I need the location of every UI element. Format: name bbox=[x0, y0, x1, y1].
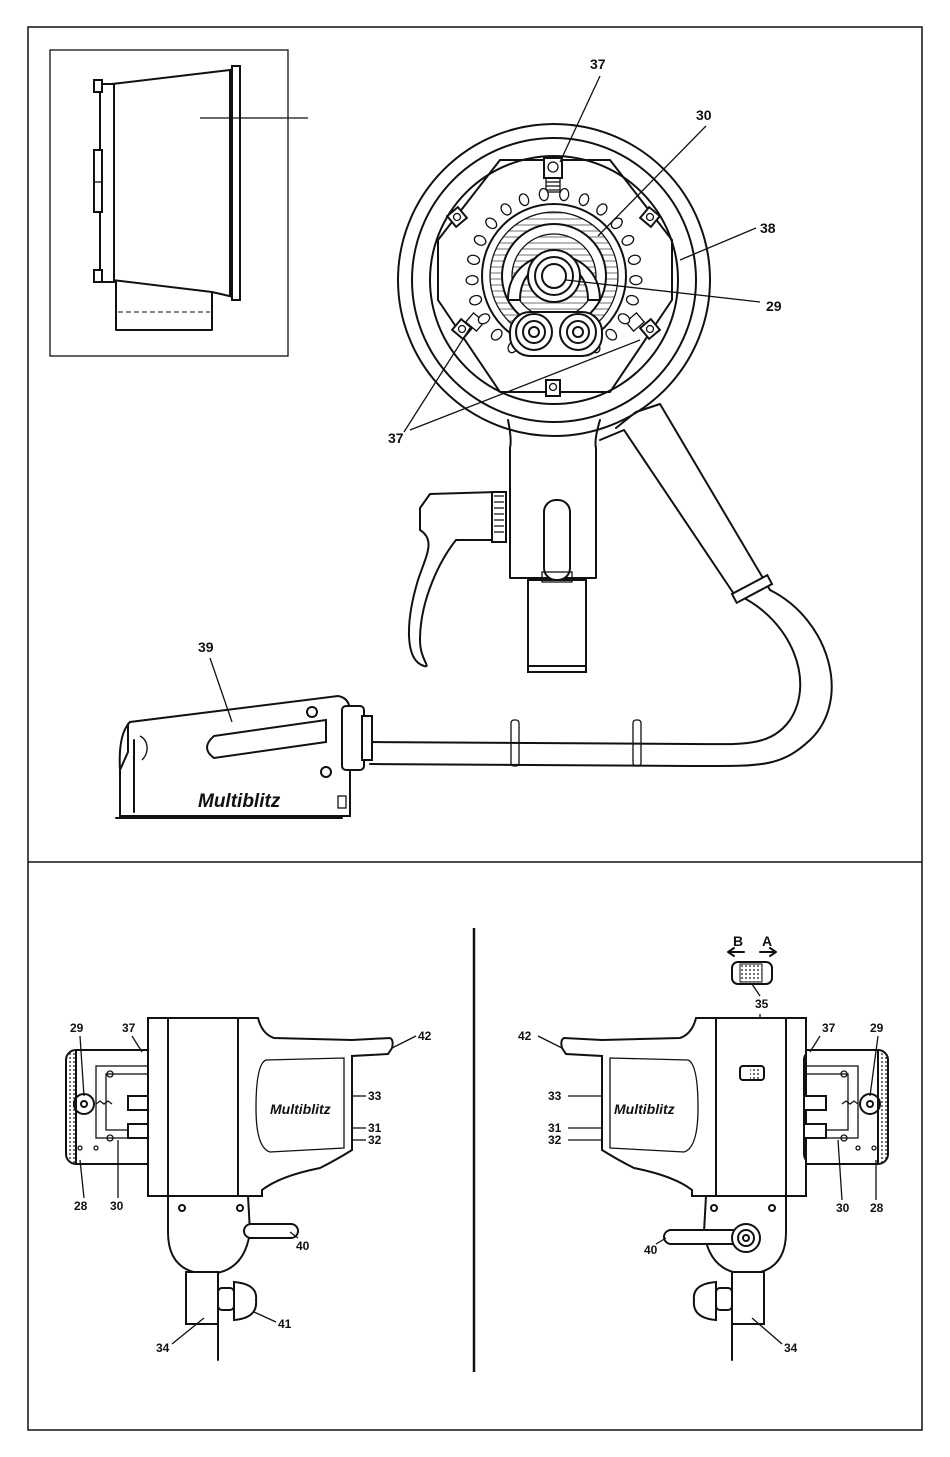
right-label-32: 32 bbox=[548, 1133, 562, 1147]
right-label-33: 33 bbox=[548, 1089, 562, 1103]
label-29: 29 bbox=[766, 298, 782, 314]
flash-tube-bead bbox=[466, 275, 478, 285]
brand-label-left: Multiblitz bbox=[270, 1101, 331, 1117]
left-label-32: 32 bbox=[368, 1133, 382, 1147]
left-label-28: 28 bbox=[74, 1199, 88, 1213]
label-30: 30 bbox=[696, 107, 712, 123]
label-38: 38 bbox=[760, 220, 776, 236]
brand-label-top: Multiblitz bbox=[198, 791, 281, 812]
brand-label-right: Multiblitz bbox=[614, 1101, 675, 1117]
left-label-29: 29 bbox=[70, 1021, 84, 1035]
left-label-41: 41 bbox=[278, 1317, 292, 1331]
left-label-42: 42 bbox=[418, 1029, 432, 1043]
right-label-37: 37 bbox=[822, 1021, 836, 1035]
left-label-34: 34 bbox=[156, 1341, 170, 1355]
label-39: 39 bbox=[198, 639, 214, 655]
label-37-bottom: 37 bbox=[388, 430, 404, 446]
right-label-30: 30 bbox=[836, 1201, 850, 1215]
left-label-30: 30 bbox=[110, 1199, 124, 1213]
right-label-40: 40 bbox=[644, 1243, 658, 1257]
hand-control: Multiblitz bbox=[116, 696, 372, 818]
left-label-37: 37 bbox=[122, 1021, 136, 1035]
side-view-right: B A 35 Multiblitz bbox=[518, 933, 888, 1360]
left-label-40: 40 bbox=[296, 1239, 310, 1253]
right-label-42: 42 bbox=[518, 1029, 532, 1043]
side-view-left: Multiblitz 29 37 42 33 31 32 28 30 40 41… bbox=[66, 1018, 432, 1360]
right-label-28: 28 bbox=[870, 1201, 884, 1215]
label-37-top: 37 bbox=[590, 56, 606, 72]
reflector-inset bbox=[50, 50, 308, 356]
flash-tube-bead bbox=[630, 275, 642, 285]
right-label-29: 29 bbox=[870, 1021, 884, 1035]
dir-label-b: B bbox=[733, 933, 743, 949]
right-label-34: 34 bbox=[784, 1341, 798, 1355]
dir-label-a: A bbox=[762, 933, 772, 949]
right-label-35: 35 bbox=[755, 997, 769, 1011]
left-label-33: 33 bbox=[368, 1089, 382, 1103]
